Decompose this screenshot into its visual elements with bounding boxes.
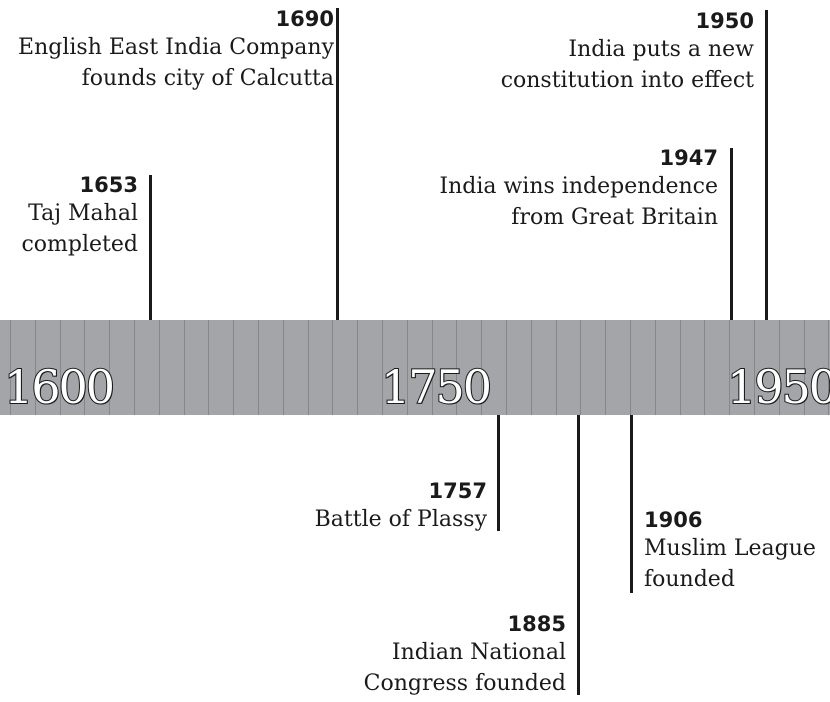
event-description: Muslim League founded (644, 536, 816, 592)
band-tick (729, 320, 730, 415)
band-tick (308, 320, 309, 415)
band-tick (432, 320, 433, 415)
connector-1690 (336, 8, 339, 320)
band-tick (407, 320, 408, 415)
band-tick (357, 320, 358, 415)
event-description: India puts a new constitution into effec… (500, 37, 754, 93)
connector-1885 (577, 415, 580, 695)
event-description: English East India Company founds city o… (18, 35, 334, 91)
band-tick (283, 320, 284, 415)
event-year: 1885 (507, 612, 566, 636)
band-tick (10, 320, 11, 415)
event-description: Taj Mahal completed (21, 201, 138, 257)
timeline-band (0, 320, 830, 415)
event-1690: 1690 English East India Company founds c… (18, 6, 334, 94)
band-tick (779, 320, 780, 415)
event-description: Battle of Plassy (314, 507, 487, 532)
band-tick (332, 320, 333, 415)
connector-1950 (765, 10, 768, 320)
event-year: 1653 (79, 173, 138, 197)
event-year: 1947 (659, 146, 718, 170)
band-tick (754, 320, 755, 415)
era-label-1750: 1750 (380, 360, 493, 414)
band-tick (506, 320, 507, 415)
band-tick (680, 320, 681, 415)
band-tick (804, 320, 805, 415)
band-tick (456, 320, 457, 415)
event-year: 1690 (275, 7, 334, 31)
band-tick (531, 320, 532, 415)
connector-1906 (630, 415, 633, 593)
band-tick (109, 320, 110, 415)
band-tick (184, 320, 185, 415)
event-1947: 1947 India wins independence from Great … (439, 145, 718, 233)
era-label-1600: 1600 (3, 360, 116, 414)
event-1950: 1950 India puts a new constitution into … (501, 8, 754, 96)
band-tick (630, 320, 631, 415)
band-tick (655, 320, 656, 415)
band-tick (134, 320, 135, 415)
event-description: Indian National Congress founded (363, 640, 566, 696)
event-year: 1906 (644, 508, 703, 532)
event-1757: 1757 Battle of Plassy (315, 478, 487, 535)
event-year: 1950 (695, 9, 754, 33)
era-label-1950: 1950 (726, 360, 830, 414)
band-tick (84, 320, 85, 415)
band-tick (382, 320, 383, 415)
connector-1947 (730, 148, 733, 320)
event-1885: 1885 Indian National Congress founded (364, 611, 566, 699)
band-tick (481, 320, 482, 415)
connector-1653 (149, 175, 152, 320)
band-tick (159, 320, 160, 415)
connector-1757 (497, 415, 500, 531)
event-1906: 1906 Muslim League founded (644, 507, 816, 595)
band-tick (233, 320, 234, 415)
band-tick (35, 320, 36, 415)
band-tick (258, 320, 259, 415)
band-tick (580, 320, 581, 415)
event-description: India wins independence from Great Brita… (439, 174, 718, 230)
event-1653: 1653 Taj Mahal completed (21, 172, 138, 260)
band-tick (556, 320, 557, 415)
band-tick (605, 320, 606, 415)
band-tick (208, 320, 209, 415)
band-tick (828, 320, 829, 415)
band-tick (60, 320, 61, 415)
event-year: 1757 (428, 479, 487, 503)
band-tick (704, 320, 705, 415)
